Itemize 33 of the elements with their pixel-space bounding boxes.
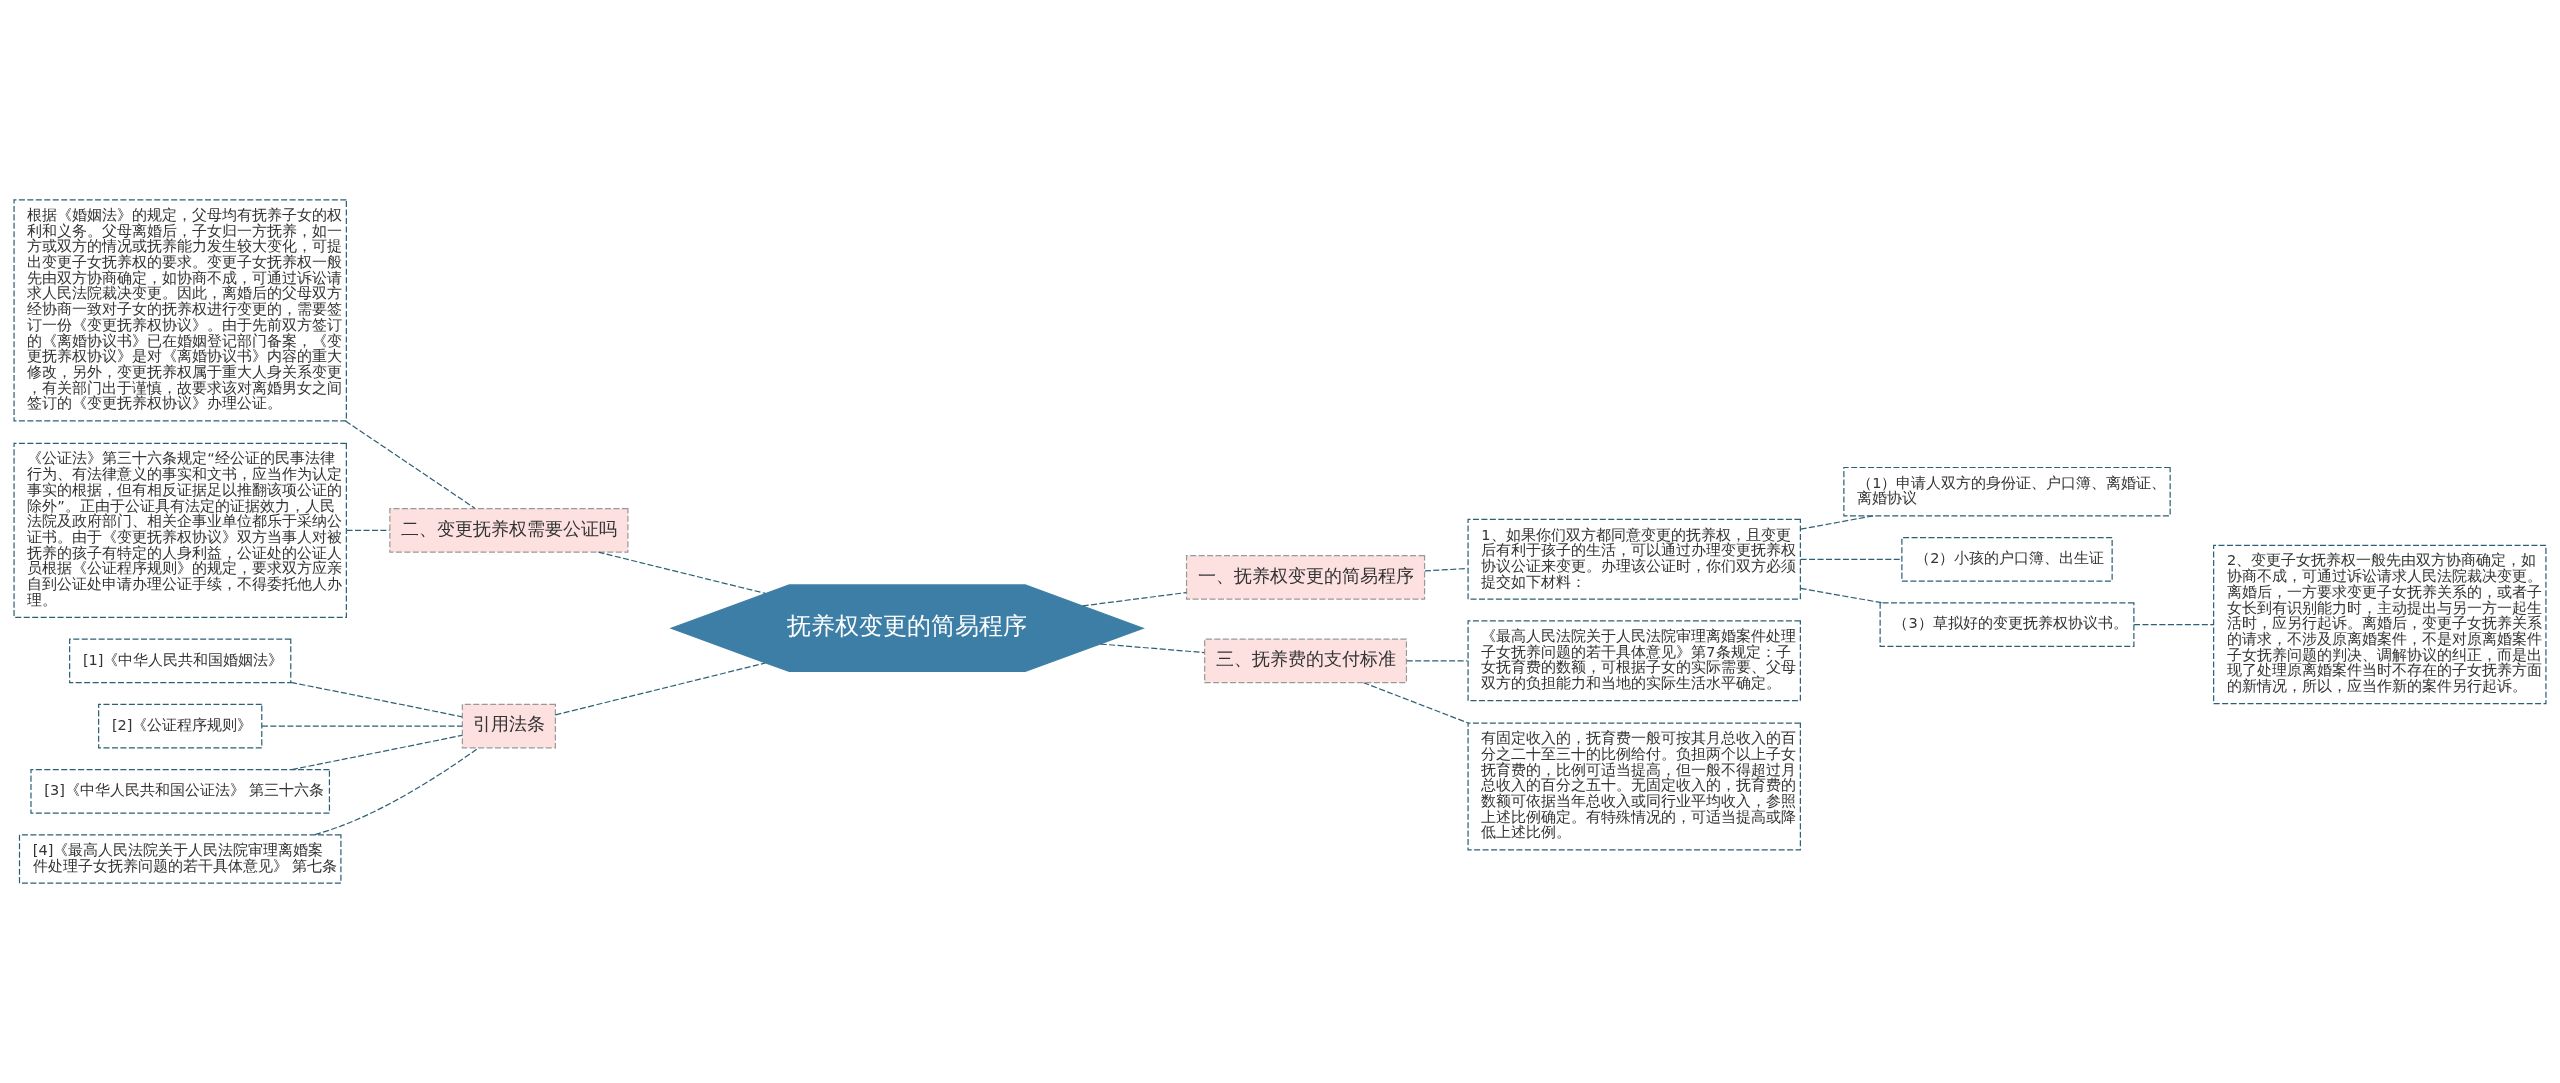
connector [1424,567,1469,572]
node-box: 2、变更子女抚养权一般先由双方协商确定，如协商不成，可通过诉讼请求人民法院裁决变更。离婚后，一方要求变更子女抚养关系的，或者子女长到有识别能力时，主动提出与另一方一起生活时，应另行起诉。离婚后，变更子女抚养关系的请求，不涉及原离婚案件，不是对原离婚案件子女抚养问题的判决、调解协议的纠正，而是出现了处理原离婚案件当时不存在的子女抚养方面的新情况，所以，应当作新的案件另行起诉。 [2213,544,2547,705]
node-box: 《最高人民法院关于人民法院审理离婚案件处理子女抚养问题的若干具体意见》第7条规定：子女抚育费的数额，可根据子女的实际需要、父母双方的负担能力和当地的实际生活水平确定。 [1467,620,1801,702]
connector [1100,643,1205,654]
connector [1363,682,1469,724]
node-box: 二、变更抚养权需要公证吗 [389,507,629,553]
connector [2133,623,2214,626]
connector [1799,587,1883,604]
connector [1799,558,1903,560]
connector [1406,660,1469,662]
node-box: [1]《中华人民共和国婚姻法》 [69,638,292,684]
connector [290,681,463,718]
connector [291,734,463,771]
connector [344,420,476,509]
node-box: 三、抚养费的支付标准 [1204,638,1408,684]
node-box: [2]《公证程序规则》 [98,703,263,749]
connector [1082,591,1187,607]
connector [554,662,766,716]
node-box: 一、抚养权变更的简易程序 [1185,555,1426,600]
connector [1799,515,1874,530]
node-box: （1）申请人双方的身份证、户口簿、离婚证、离婚协议 [1843,466,2171,517]
connector [597,551,767,595]
connector [261,725,463,727]
connector [345,529,391,531]
node-box: （2）小孩的户口簿、出生证 [1901,536,2113,582]
node-box: [4]《最高人民法院关于人民法院审理离婚案件处理子女抚养问题的若干具体意见》 第七条 [18,834,342,884]
node-box: 引用法条 [461,703,556,749]
node-box: [3]《中华人民共和国公证法》 第三十六条 [30,768,331,814]
node-box: 1、如果你们双方都同意变更的抚养权，且变更后有利于孩子的生活，可以通过办理变更抚养权协议公证来变更。办理该公证时，你们双方必须提交如下材料： [1467,518,1801,600]
node-box: （3）草拟好的变更抚养权协议书。 [1879,602,2135,647]
node-box: 有固定收入的，抚育费一般可按其月总收入的百分之二十至三十的比例给付。负担两个以上子女抚育费的，比例可适当提高，但一般不得超过月总收入的百分之五十。无固定收入的，抚育费的数额可依据当年总收入或同行业平均收入，参照上述比例确定。有特殊情况的，可适当提高或降低上述比例。 [1467,722,1801,851]
node-box: 根据《婚姻法》的规定，父母均有抚养子女的权利和义务。父母离婚后，子女归一方抚养，如一方或双方的情况或抚养能力发生较大变化，可提出变更子女抚养权的要求。变更子女抚养权一般先由双方协商确定，如协商不成，可通过诉讼请求人民法院裁决变更。因此，离婚后的父母双方经协商一致对子女的抚养权进行变更的，需要签订一份《变更抚养权协议》。由于先前双方签订的《离婚协议书》已在婚姻登记部门备案，《变更抚养权协议》是对《离婚协议书》内容的重大修改，另外，变更抚养权属于重大人身关系变更，有关部门出于谨慎，故要求该对离婚男女之间签订的《变更抚养权协议》办理公证。 [13,199,347,422]
node-box: 《公证法》第三十六条规定“经公证的民事法律行为、有法律意义的事实和文书，应当作为认定事实的根据，但有相反证据足以推翻该项公证的除外”。正由于公证具有法定的证据效力，人民法院及政府部门、相关企事业单位都乐于采纳公证书。由于《变更抚养权协议》双方当事人对被抚养的孩子有特定的人身利益，公证处的公证人员根据《公证程序规则》的规定，要求双方应亲自到公证处申请办理公证手续，不得委托他人办理。 [13,442,347,618]
